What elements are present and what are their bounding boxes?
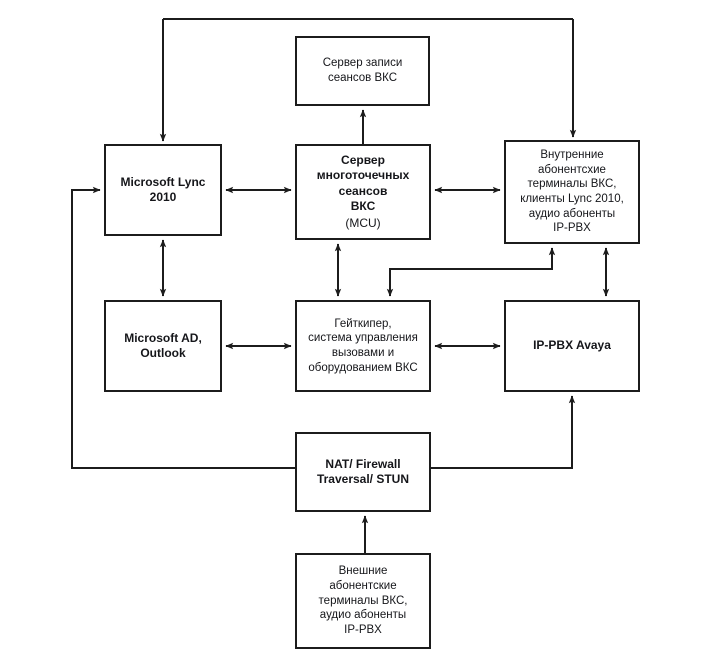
microsoft-lync-label: Microsoft Lync 2010 — [120, 174, 206, 204]
mcu-server-label-stack: Сервер многоточечных сеансов ВКС (MCU) — [313, 153, 414, 231]
connector-nat-to-ip-pbx — [431, 395, 576, 469]
recording-server-node[interactable]: Сервер записи сеансов ВКС — [295, 36, 430, 106]
connector-gatekeeper-to-internal-terminals — [386, 247, 556, 297]
mcu-server-node[interactable]: Сервер многоточечных сеансов ВКС (MCU) — [295, 144, 431, 240]
external-terminals-node[interactable]: Внешние абонентские терминалы ВКС, аудио… — [295, 553, 431, 649]
internal-terminals-node[interactable]: Внутренние абонентсхие терминалы ВКС, кл… — [504, 140, 640, 244]
mcu-server-label-secondary: (MCU) — [345, 215, 381, 230]
gatekeeper-label: Гейткипер, система управления вызовами и… — [308, 317, 418, 374]
microsoft-lync-node[interactable]: Microsoft Lync 2010 — [104, 144, 222, 236]
gatekeeper-node[interactable]: Гейткипер, система управления вызовами и… — [295, 300, 431, 392]
ip-pbx-avaya-node[interactable]: IP-PBX Avaya — [504, 300, 640, 392]
recording-server-label: Сервер записи сеансов ВКС — [322, 57, 403, 84]
microsoft-ad-outlook-label: Microsoft AD, Outlook — [124, 330, 202, 360]
nat-firewall-label: NAT/ Firewall Traversal/ STUN — [316, 456, 410, 486]
ip-pbx-avaya-label: IP-PBX Avaya — [533, 338, 611, 353]
microsoft-ad-outlook-node[interactable]: Microsoft AD, Outlook — [104, 300, 222, 392]
internal-terminals-label: Внутренние абонентсхие терминалы ВКС, кл… — [520, 148, 624, 235]
mcu-server-label: Сервер многоточечных сеансов ВКС — [316, 153, 410, 214]
external-terminals-label: Внешние абонентские терминалы ВКС, аудио… — [318, 565, 408, 637]
connector-nat-to-lync — [71, 186, 295, 469]
nat-firewall-node[interactable]: NAT/ Firewall Traversal/ STUN — [295, 432, 431, 512]
